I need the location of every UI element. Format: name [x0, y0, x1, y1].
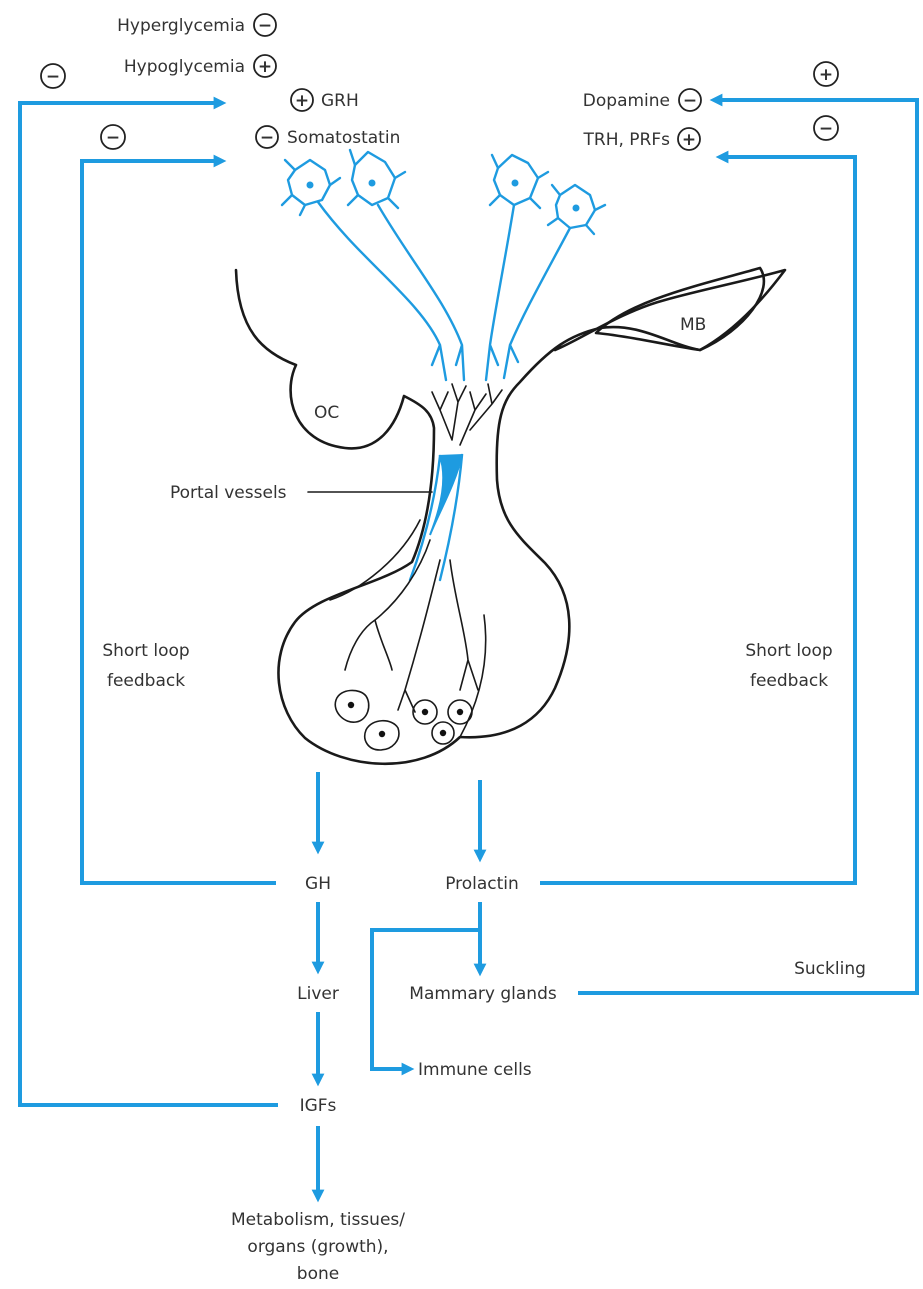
outcome-label-line-1: Metabolism, tissues/ [231, 1210, 405, 1230]
prolactin-label: Prolactin [445, 874, 519, 894]
svg-text:−: − [683, 91, 697, 111]
prolactin-short-loop-arrow [540, 157, 855, 883]
plus-sign-icon: + [678, 128, 700, 150]
plus-sign-icon: + [814, 62, 838, 86]
short-loop-left-label-1: Short loop [102, 641, 189, 661]
dopamine-label: Dopamine [583, 91, 670, 111]
minus-sign-icon: − [679, 89, 701, 111]
plus-sign-icon: + [291, 89, 313, 111]
suckling-loop-arrow [578, 100, 917, 993]
trh-prfs-label: TRH, PRFs [583, 130, 671, 150]
svg-text:−: − [258, 16, 272, 36]
optic-chiasm-label: OC [314, 403, 339, 423]
suckling-label: Suckling [794, 959, 866, 979]
minus-sign-icon: − [41, 64, 65, 88]
svg-text:−: − [819, 119, 833, 139]
svg-text:+: + [819, 65, 833, 85]
hypothalamic-neurons [282, 150, 605, 380]
mammillary-body-label: MB [680, 315, 706, 335]
liver-label: Liver [297, 984, 339, 1004]
short-loop-right-label-1: Short loop [745, 641, 832, 661]
mammillary-body-outline [596, 268, 764, 350]
svg-text:−: − [46, 67, 60, 87]
minus-sign-icon: − [254, 14, 276, 36]
svg-text:−: − [106, 128, 120, 148]
igfs-label: IGFs [300, 1096, 337, 1116]
grh-label: GRH [321, 91, 359, 111]
plus-sign-icon: + [254, 55, 276, 77]
hyperglycemia-label: Hyperglycemia [117, 16, 245, 36]
svg-text:+: + [295, 91, 309, 111]
svg-text:+: + [682, 130, 696, 150]
mammary-glands-label: Mammary glands [409, 984, 557, 1004]
svg-text:−: − [260, 128, 274, 148]
labels: Hyperglycemia Hypoglycemia GRH Somatosta… [102, 16, 866, 1284]
short-loop-left-label-2: feedback [107, 671, 185, 691]
hypoglycemia-label: Hypoglycemia [124, 57, 245, 77]
igf-long-loop-arrow [20, 103, 278, 1105]
outcome-label-line-2: organs (growth), [247, 1237, 388, 1257]
immune-cells-label: Immune cells [418, 1060, 532, 1080]
pituitary-cells [335, 690, 472, 750]
minus-sign-icon: − [101, 125, 125, 149]
outcome-label-line-3: bone [297, 1264, 339, 1284]
portal-vessels-label: Portal vessels [170, 483, 287, 503]
gh-short-loop-arrow [82, 161, 276, 883]
svg-text:+: + [258, 57, 272, 77]
somatostatin-label: Somatostatin [287, 128, 400, 148]
minus-sign-icon: − [814, 116, 838, 140]
feedback-arrows [20, 100, 917, 1105]
minus-sign-icon: − [256, 126, 278, 148]
gh-label: GH [305, 874, 331, 894]
short-loop-right-label-2: feedback [750, 671, 828, 691]
